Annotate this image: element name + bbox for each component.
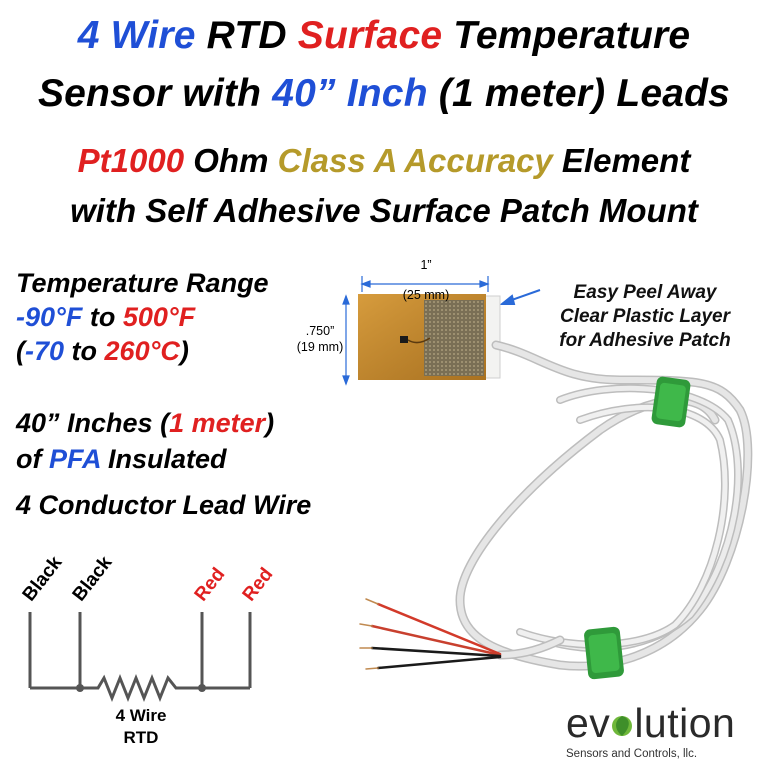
subtitle-line-1: Pt1000 Ohm Class A Accuracy Element <box>0 142 768 180</box>
circuit-diagram <box>28 612 252 703</box>
lead-cable <box>455 340 753 671</box>
title-temperature: Temperature <box>442 14 691 57</box>
title-line-2: Sensor with 40” Inch (1 meter) Leads <box>0 72 768 116</box>
temp-c-close: ) <box>179 336 189 366</box>
temp-c-low: -70 <box>25 336 65 366</box>
rtd-label-line-2: RTD <box>123 728 159 747</box>
temp-f-to: to <box>82 302 123 332</box>
temp-fahrenheit: -90°F to 500°F <box>16 302 195 333</box>
subtitle-class-a: Class A Accuracy <box>277 142 553 179</box>
title-sensor-with: Sensor with <box>37 72 273 115</box>
evolution-logo: ev lution <box>566 700 735 747</box>
dim-width-in: 1” <box>420 258 432 272</box>
title-4-wire: 4 Wire <box>77 14 196 57</box>
temp-celsius: (-70 to 260°C) <box>16 336 189 367</box>
leaf-icon <box>612 716 633 736</box>
temp-c-to: to <box>64 336 105 366</box>
subtitle-element: Element <box>552 142 691 179</box>
title-line-1: 4 Wire RTD Surface Temperature <box>0 14 768 58</box>
title-leads: (1 meter) Leads <box>427 72 731 115</box>
dim-height-in: .750” <box>305 324 335 338</box>
junction-right <box>198 684 206 692</box>
conductor-wires <box>359 598 502 670</box>
leads-close: ) <box>265 408 275 438</box>
peel-note-line-2: Clear Plastic Layer <box>559 306 731 327</box>
leads-1-meter: 1 meter <box>169 408 266 438</box>
mesh-area <box>424 300 484 376</box>
dimension-lines <box>342 276 490 386</box>
temp-c-open: ( <box>16 336 25 366</box>
peel-note-line-3: for Adhesive Patch <box>559 330 731 351</box>
rtd-label-line-1: 4 Wire <box>115 706 167 725</box>
logo-text-pre: ev <box>566 700 611 746</box>
title-rtd: RTD <box>195 14 298 57</box>
temp-f-low: -90°F <box>16 302 83 332</box>
leads-line-1: 40” Inches (1 meter) <box>16 408 274 439</box>
leads-of: of <box>16 444 49 474</box>
peel-note-line-1: Easy Peel Away <box>573 282 717 303</box>
title-surface: Surface <box>297 14 443 57</box>
leads-pfa: PFA <box>49 444 101 474</box>
subtitle-ohm: Ohm <box>184 142 278 179</box>
green-bands <box>584 376 691 680</box>
temp-heading: Temperature Range <box>16 268 269 298</box>
logo-tagline: Sensors and Controls, llc. <box>566 748 698 760</box>
subtitle-line-2: with Self Adhesive Surface Patch Mount <box>70 192 698 229</box>
temp-c-high: 260°C <box>104 336 180 366</box>
dim-width-mm: (25 mm) <box>402 288 450 302</box>
rtd-element <box>400 336 408 343</box>
title-40-inch: 40” Inch <box>272 72 428 115</box>
junction-left <box>76 684 84 692</box>
temp-f-high: 500°F <box>122 302 196 332</box>
leads-line-2: of PFA Insulated <box>16 444 227 475</box>
dim-height-mm: (19 mm) <box>296 340 344 354</box>
peel-arrow <box>499 289 541 305</box>
leads-insulated: Insulated <box>100 444 227 474</box>
logo-text-post: lution <box>634 700 736 746</box>
subtitle-pt1000: Pt1000 <box>77 142 185 179</box>
leads-40-inches: 40” Inches ( <box>16 408 170 438</box>
leads-line-3: 4 Conductor Lead Wire <box>16 490 312 520</box>
